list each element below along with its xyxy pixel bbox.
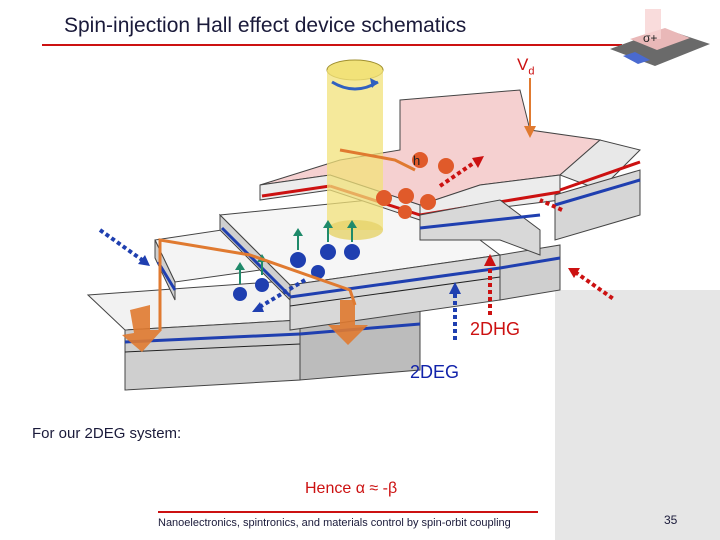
- laser-beam: [326, 59, 384, 240]
- contact-arrows: [122, 300, 368, 352]
- footer-rule: [158, 511, 538, 513]
- hall-signal-arrows: [98, 156, 617, 340]
- vd-label-main: V: [517, 55, 529, 74]
- page-number: 35: [664, 513, 678, 527]
- label-2dhg: 2DHG: [470, 319, 521, 339]
- system-text: For our 2DEG system:: [32, 425, 182, 442]
- title-underline: [42, 44, 622, 46]
- slide-title: Spin-injection Hall effect device schema…: [64, 14, 467, 37]
- footer-text: Nanoelectronics, spintronics, and materi…: [158, 517, 511, 529]
- thumbnail-label: σ+: [643, 31, 657, 45]
- vd-label: Vd: [517, 55, 534, 77]
- background-gray-panel: [555, 290, 720, 540]
- label-2deg: 2DEG: [410, 362, 460, 382]
- vd-arrow: [524, 78, 536, 138]
- hole-carriers: h: [376, 152, 454, 219]
- device-thumbnail: σ+: [605, 4, 715, 74]
- electron-carriers: [233, 220, 360, 301]
- hole-label: h: [413, 153, 420, 168]
- conclusion-text: Hence α ≈ -β: [305, 480, 398, 497]
- vd-label-subscript: d: [528, 65, 535, 78]
- current-path: [158, 148, 416, 330]
